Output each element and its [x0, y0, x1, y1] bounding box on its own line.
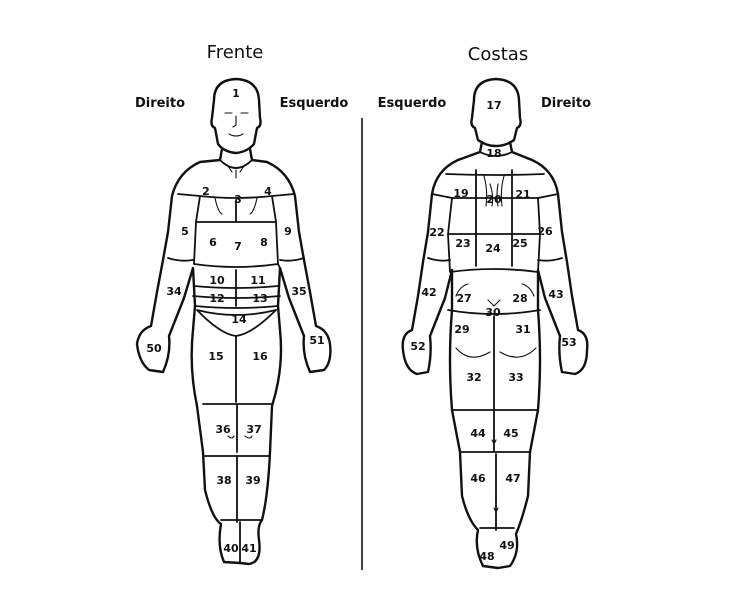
- region-11-label: 11: [250, 274, 265, 287]
- front-head: [210, 77, 262, 155]
- region-27-label: 27: [456, 292, 471, 305]
- back-detail-lines: [455, 175, 537, 514]
- back-body-outline: [401, 150, 589, 570]
- region-29-label: 29: [454, 323, 469, 336]
- region-32-label: 32: [466, 371, 481, 384]
- region-8-label: 8: [260, 236, 268, 249]
- region-19-label: 19: [453, 187, 468, 200]
- front-body-outline: [135, 158, 332, 566]
- region-42-label: 42: [421, 286, 436, 299]
- region-41-label: 41: [241, 542, 256, 555]
- region-17-label: 17: [486, 99, 501, 112]
- region-16-label: 16: [252, 350, 268, 363]
- region-28-label: 28: [512, 292, 527, 305]
- region-52-label: 52: [410, 340, 425, 353]
- front-detail-lines: [214, 165, 258, 439]
- back-head: [470, 77, 522, 148]
- region-47-label: 47: [505, 472, 520, 485]
- front-figure: 1 2 3 4 5 6 7 8 9 10 11 12 13 14 15 16 3…: [135, 77, 332, 566]
- region-10-label: 10: [209, 274, 225, 287]
- region-14-label: 14: [231, 313, 247, 326]
- region-51-label: 51: [309, 334, 324, 347]
- region-6-label: 6: [209, 236, 217, 249]
- back-segments: [427, 151, 563, 531]
- region-24-label: 24: [485, 242, 501, 255]
- region-22-label: 22: [429, 226, 444, 239]
- region-21-label: 21: [515, 188, 530, 201]
- region-50-label: 50: [146, 342, 162, 355]
- region-46-label: 46: [470, 472, 486, 485]
- back-neck: [478, 140, 514, 154]
- region-7-label: 7: [234, 240, 242, 253]
- back-figure: 17 18 19 20 21 22 23 24 25 26 27 28 29 3…: [401, 77, 589, 570]
- front-face: [224, 112, 249, 137]
- back-title: Costas: [468, 44, 528, 65]
- region-3-label: 3: [234, 193, 242, 206]
- region-9-label: 9: [284, 225, 292, 238]
- region-34-label: 34: [166, 285, 182, 298]
- region-31-label: 31: [515, 323, 530, 336]
- region-45-label: 45: [503, 427, 518, 440]
- region-2-label: 2: [202, 185, 210, 198]
- front-segments: [167, 159, 305, 564]
- region-48-label: 48: [479, 550, 494, 563]
- region-30-label: 30: [485, 306, 501, 319]
- back-side-right-label: Direito: [541, 96, 591, 111]
- region-38-label: 38: [216, 474, 231, 487]
- region-35-label: 35: [291, 285, 306, 298]
- back-side-left-label: Esquerdo: [378, 96, 447, 111]
- region-33-label: 33: [508, 371, 523, 384]
- region-12-label: 12: [209, 292, 224, 305]
- region-20-label: 20: [486, 193, 502, 206]
- front-title: Frente: [207, 42, 264, 63]
- region-26-label: 26: [537, 225, 553, 238]
- region-18-label: 18: [486, 147, 501, 160]
- region-44-label: 44: [470, 427, 486, 440]
- region-36-label: 36: [215, 423, 231, 436]
- region-13-label: 13: [252, 292, 267, 305]
- region-1-label: 1: [232, 87, 240, 100]
- region-23-label: 23: [455, 237, 470, 250]
- region-25-label: 25: [512, 237, 527, 250]
- region-4-label: 4: [264, 185, 272, 198]
- region-5-label: 5: [181, 225, 189, 238]
- front-side-left-label: Direito: [135, 96, 185, 111]
- front-neck: [218, 147, 254, 162]
- region-39-label: 39: [245, 474, 260, 487]
- region-53-label: 53: [561, 336, 576, 349]
- region-43-label: 43: [548, 288, 563, 301]
- region-49-label: 49: [499, 539, 514, 552]
- region-40-label: 40: [223, 542, 239, 555]
- region-15-label: 15: [208, 350, 223, 363]
- front-side-right-label: Esquerdo: [280, 96, 349, 111]
- region-37-label: 37: [246, 423, 261, 436]
